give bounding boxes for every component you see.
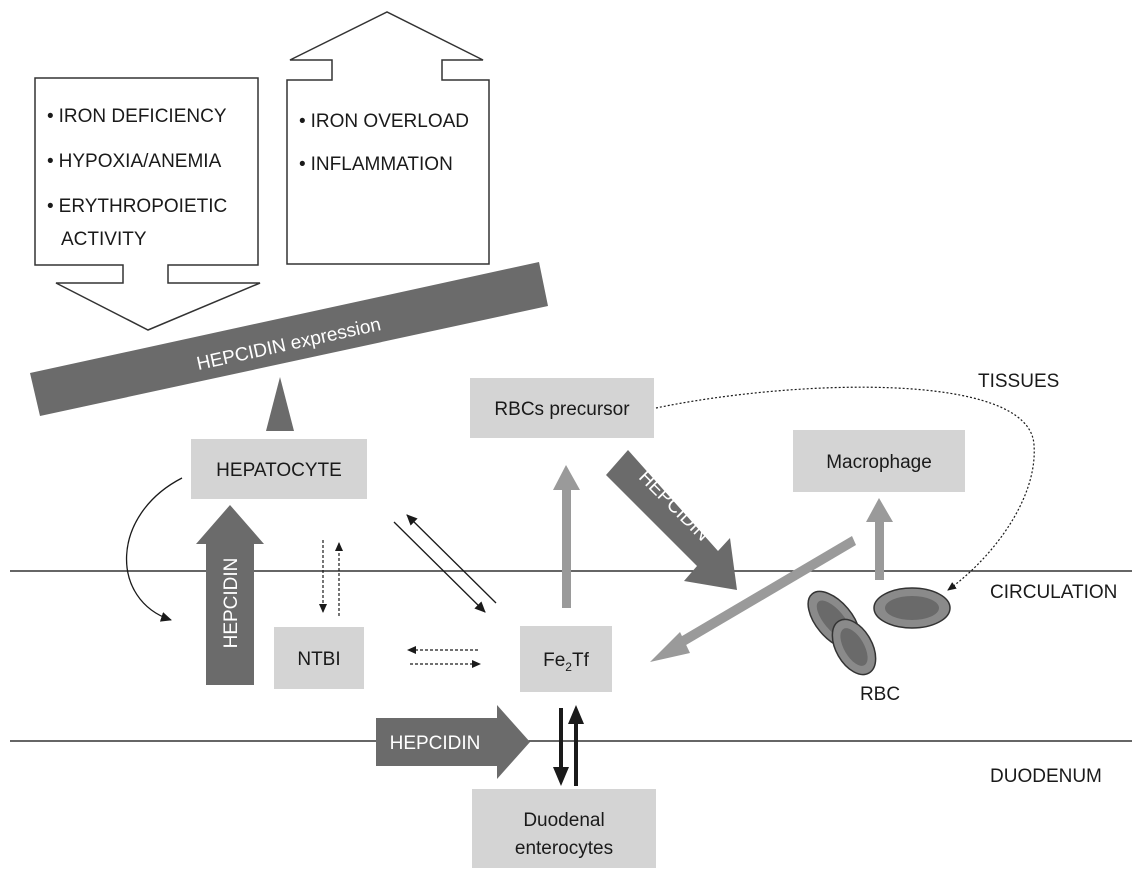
fe2tf-box: Fe2Tf xyxy=(520,626,612,692)
rbc-to-macrophage-arrow xyxy=(866,498,893,580)
hepatocyte-curve-arrow xyxy=(125,477,183,622)
bullet: • xyxy=(47,106,54,127)
fe2tf-to-rbc-precursor-arrow xyxy=(553,465,580,608)
cause-erythropoietic: ERYTHROPOIETIC xyxy=(59,196,228,217)
circulation-label: CIRCULATION xyxy=(990,582,1117,603)
hepatocyte-box: HEPATOCYTE xyxy=(191,439,367,499)
fe2tf-label: Fe2Tf xyxy=(543,650,589,674)
stimuli-decrease-box xyxy=(286,11,490,265)
rbc-precursor-label: RBCs precursor xyxy=(494,399,630,420)
duodenum-label: DUODENUM xyxy=(990,766,1102,787)
duodenal-label-line1: Duodenal xyxy=(523,810,604,831)
tissues-label: TISSUES xyxy=(978,371,1059,392)
hepcidin-diagonal-arrow: HEPCIDIN xyxy=(606,450,737,590)
cause-activity: ACTIVITY xyxy=(61,229,147,250)
cause-hypoxia-anemia: HYPOXIA/ANEMIA xyxy=(59,151,222,172)
cause-inflammation: INFLAMMATION xyxy=(311,154,453,175)
duodenal-enterocytes-box: Duodenal enterocytes xyxy=(472,789,656,868)
svg-text:•HYPOXIA/ANEMIA: •HYPOXIA/ANEMIA xyxy=(47,151,222,172)
duodenal-label-line2: enterocytes xyxy=(515,838,613,859)
hepatocyte-to-expression-arrow xyxy=(266,377,294,431)
macrophage-box: Macrophage xyxy=(793,430,965,492)
hepcidin-duodenum-arrow: HEPCIDIN xyxy=(376,705,530,779)
hepatocyte-to-fe2tf-arrow xyxy=(393,521,486,613)
rbc-precursor-to-rbc-dotted-arrow xyxy=(655,386,1035,591)
rbc-cells-illustration xyxy=(807,587,951,676)
hepcidin-up-arrow: HEPCIDIN xyxy=(196,505,264,685)
hepatocyte-label: HEPATOCYTE xyxy=(216,460,342,481)
rbc-precursor-box: RBCs precursor xyxy=(470,378,654,438)
down-causes-list: •IRON OVERLOAD •INFLAMMATION xyxy=(299,111,469,175)
macrophage-to-fe2tf-arrow xyxy=(650,536,856,662)
macrophage-label: Macrophage xyxy=(826,452,932,473)
fe2tf-duodenal-exchange-arrows xyxy=(553,705,584,786)
svg-text:•IRON OVERLOAD: •IRON OVERLOAD xyxy=(299,111,469,132)
svg-text:•ERYTHROPOIETIC: •ERYTHROPOIETIC xyxy=(47,196,227,217)
cause-iron-deficiency: IRON DEFICIENCY xyxy=(59,106,227,127)
up-causes-list: •IRON DEFICIENCY •HYPOXIA/ANEMIA •ERYTHR… xyxy=(47,106,227,250)
hepcidin-up-label: HEPCIDIN xyxy=(221,558,242,649)
fe2tf-to-hepatocyte-arrow xyxy=(406,514,497,604)
hepcidin-duodenum-label: HEPCIDIN xyxy=(390,733,481,754)
ntbi-box: NTBI xyxy=(274,627,364,689)
svg-text:•INFLAMMATION: •INFLAMMATION xyxy=(299,154,453,175)
cause-iron-overload: IRON OVERLOAD xyxy=(311,111,469,132)
rbc-label: RBC xyxy=(860,684,900,705)
stimuli-increase-box xyxy=(34,77,261,331)
svg-text:•IRON DEFICIENCY: •IRON DEFICIENCY xyxy=(47,106,227,127)
ntbi-label: NTBI xyxy=(297,649,340,670)
